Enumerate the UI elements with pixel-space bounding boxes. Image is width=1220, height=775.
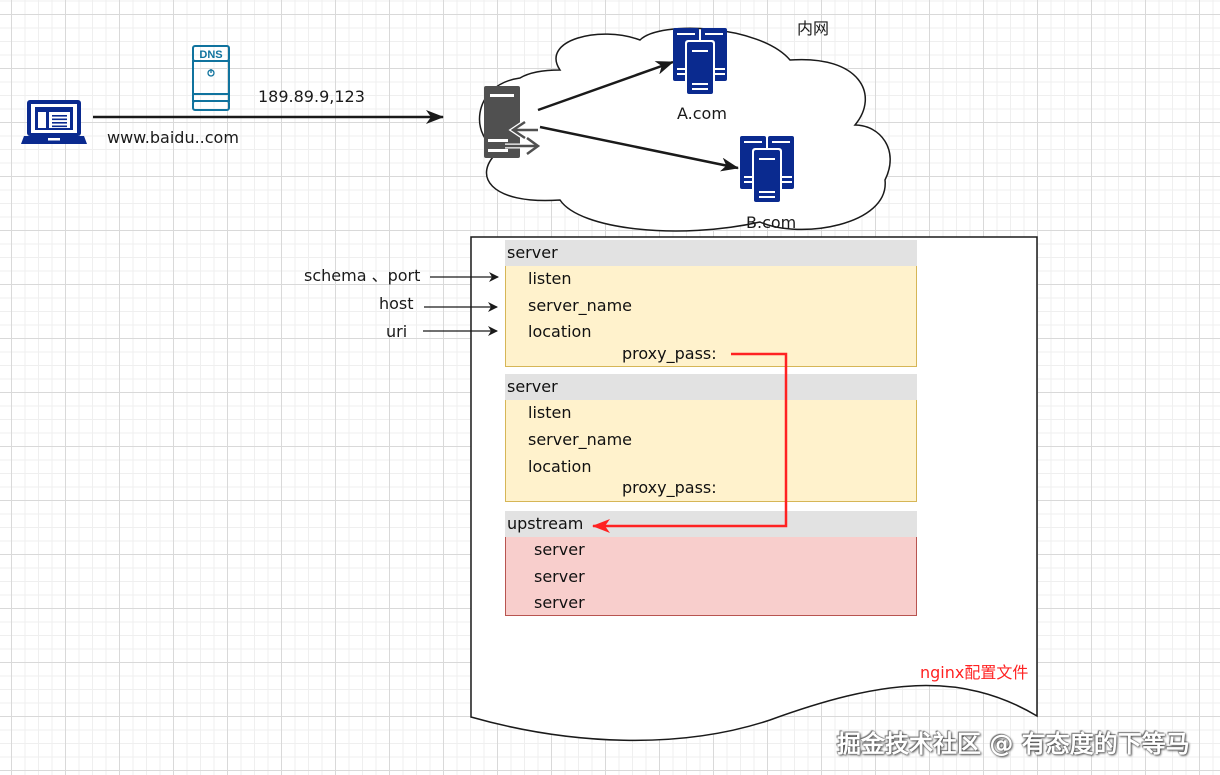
dns-icon-text: DNS — [199, 49, 222, 61]
proxy-to-a-arrow — [537, 60, 674, 112]
server-block-1: server listen server_name location proxy… — [505, 240, 917, 367]
watermark: 掘金技术社区 @ 有态度的下等马 — [837, 730, 1190, 758]
directive-listen: listen — [528, 269, 572, 288]
server-b-icon — [740, 136, 794, 204]
directive-location: location — [528, 457, 592, 476]
directive-proxy-pass: proxy_pass: — [622, 344, 717, 363]
client-domain-label: www.baidu..com — [107, 128, 239, 147]
directive-server-name: server_name — [528, 430, 633, 449]
server-b-label: B.com — [746, 213, 797, 232]
nginx-config-caption: nginx配置文件 — [920, 663, 1029, 682]
server-a-icon — [673, 28, 727, 96]
directive-location: location — [528, 322, 592, 341]
server-block-header: server — [505, 240, 917, 266]
laptop-icon — [21, 100, 87, 144]
upstream-server: server — [534, 567, 585, 586]
directive-listen: listen — [528, 403, 572, 422]
dns-server-icon — [192, 45, 230, 111]
upstream-server: server — [534, 593, 585, 612]
server-block-header: server — [505, 374, 917, 400]
directive-server-name: server_name — [528, 296, 633, 315]
upstream-header: upstream — [505, 511, 917, 537]
reverse-proxy-server-icon — [484, 86, 543, 158]
upstream-server: server — [534, 540, 585, 559]
host-label: host — [379, 294, 414, 313]
proxy-to-b-arrow — [539, 125, 739, 172]
directive-proxy-pass: proxy_pass: — [622, 478, 717, 497]
schema-port-label: schema 、port — [304, 266, 421, 285]
resolved-ip-label: 189.89.9,123 — [258, 87, 365, 106]
upstream-block: upstream server server server — [505, 511, 917, 616]
server-a-label: A.com — [677, 104, 727, 123]
uri-label: uri — [386, 322, 408, 341]
intranet-label: 内网 — [797, 19, 830, 38]
server-block-2: server listen server_name location proxy… — [505, 374, 917, 502]
